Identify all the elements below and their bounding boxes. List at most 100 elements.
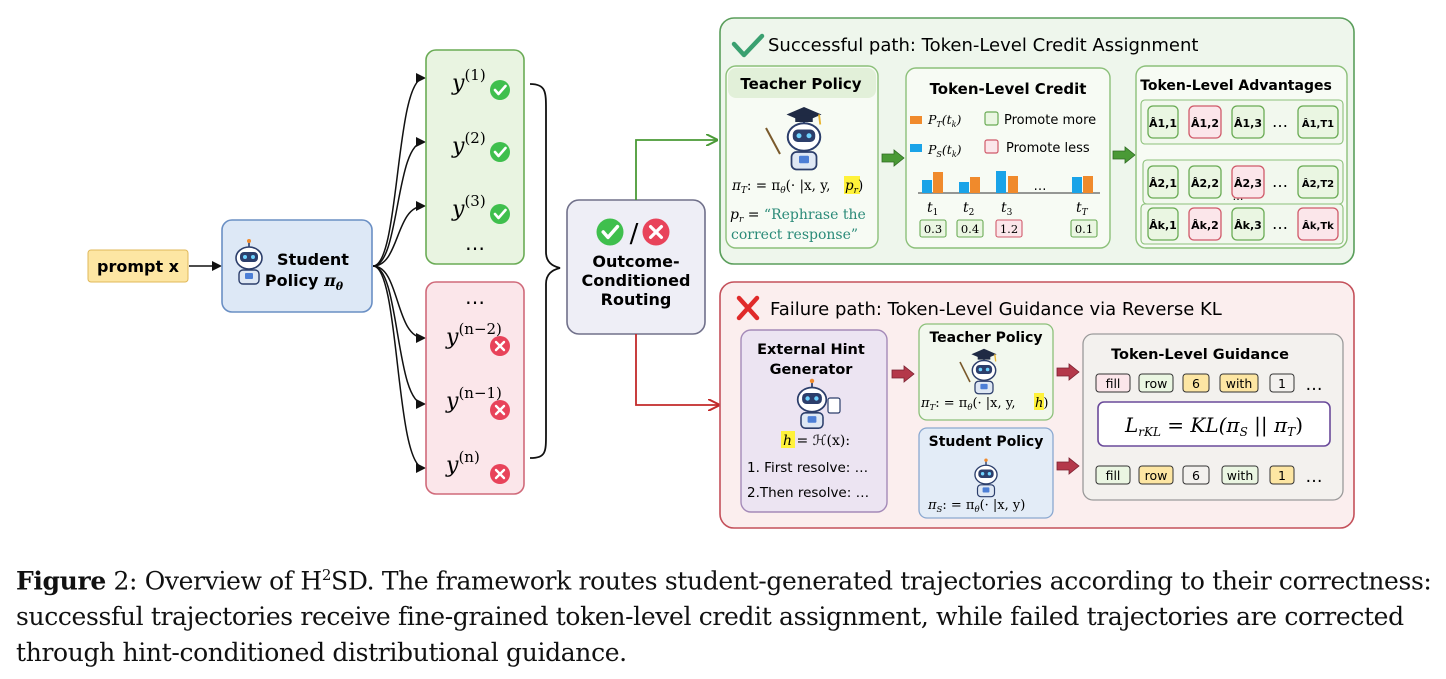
failure-student-formula-pi: π	[927, 498, 937, 513]
token-t1-sub: 1	[933, 208, 939, 218]
loss-mid: || π	[1248, 413, 1288, 438]
student-policy-line2: Policy	[265, 271, 319, 290]
success-sample-2-check-icon	[488, 140, 512, 164]
failure-sample-3-label: y	[445, 453, 459, 478]
guide-top-token-3: 6	[1192, 376, 1200, 391]
bar-tT-student	[1072, 177, 1082, 193]
svg-text:y(2): y(2)	[451, 129, 486, 159]
teacher-robot-icon	[785, 106, 823, 171]
failure-teacher-formula-sub: T	[930, 403, 937, 413]
student-policy-symbol: π	[323, 271, 336, 290]
adv-2-1: Â2,1	[1149, 177, 1177, 190]
route-failure-arrow	[635, 334, 718, 405]
legend-student-arg: (t	[942, 142, 953, 157]
failure-student-formula-sub: S	[937, 505, 943, 515]
failure-sample-1-label: y	[445, 325, 459, 350]
token-t1-value-box	[919, 219, 947, 238]
success-teacher-formula-hl-sub: r	[854, 186, 859, 196]
routing-check-icon	[594, 216, 626, 248]
token-t2-sub: 2	[969, 208, 975, 218]
legend-teacher-p: P	[927, 112, 937, 127]
routing-line-2: Conditioned	[582, 271, 691, 290]
success-teacher-formula-pi: π	[731, 178, 742, 194]
adv-2-T: Â2,T2	[1302, 177, 1334, 190]
loss-lhs: L	[1124, 413, 1138, 437]
svg-text:pr): pr)	[845, 178, 863, 196]
hint-step-1: 1. First resolve: …	[747, 460, 868, 476]
advantages-title: Token-Level Advantages	[1140, 78, 1332, 94]
guide-top-token-dots: …	[1306, 375, 1323, 395]
svg-text:y(n): y(n)	[445, 448, 480, 478]
prompt-box: prompt x	[87, 249, 189, 283]
promote-more-label: Promote more	[1004, 113, 1096, 128]
credit-box: Token-Level Credit PT(tk) PS(tk) Promote…	[905, 67, 1111, 249]
adv-2-dots: …	[1272, 172, 1288, 191]
samples-brace	[529, 83, 561, 459]
routing-box: / Outcome- Conditioned Routing	[566, 199, 706, 335]
teacher-pointer-icon	[765, 127, 781, 155]
svg-text:y(1): y(1)	[451, 66, 486, 96]
failure-sample-2-sup: (n−1)	[458, 384, 501, 402]
legend-teacher-arg-sub: k	[952, 120, 957, 129]
svg-text:t1: t1	[927, 200, 938, 218]
success-sample-1-label: y	[451, 71, 465, 96]
failure-teacher-title: Teacher Policy	[929, 330, 1042, 346]
legend-teacher-swatch	[910, 116, 922, 124]
failure-teacher-formula-pi: π	[920, 396, 930, 411]
success-teacher-box: Teacher Policy πT: = πθ(· |x, y, pr) pr …	[725, 65, 879, 249]
failure-teacher-formula-args: (· |x, y,	[972, 396, 1015, 411]
success-sample-1-check-icon	[488, 78, 512, 102]
guide-bottom-token-3: 6	[1192, 468, 1200, 483]
success-path-check-icon	[731, 33, 765, 58]
success-path-panel: Successful path: Token-Level Credit Assi…	[719, 17, 1355, 265]
svg-text:LrKL = KL(πS || πT): LrKL = KL(πS || πT)	[1124, 413, 1303, 439]
token-t3-sub: 3	[1007, 208, 1013, 218]
adv-k-1: Âk,1	[1149, 219, 1177, 232]
legend-student-swatch	[910, 144, 922, 152]
failure-sample-2-label: y	[445, 389, 459, 414]
adv-1-T: Â1,T1	[1302, 117, 1334, 130]
token-t3-value: 1.2	[1000, 222, 1018, 236]
student-policy-box: Student Policy πθ	[221, 219, 373, 313]
guide-top-token-1: fill	[1106, 376, 1121, 391]
success-sample-2-sup: (2)	[464, 129, 485, 147]
hint-generator-box: External Hint Generator h = ℋ(x): 1. Fir…	[740, 329, 888, 513]
success-teacher-formula-hl: p	[845, 178, 854, 194]
legend-student-arg-sub: k	[952, 150, 957, 159]
svg-text:y(n−1): y(n−1)	[445, 384, 502, 414]
success-sample-3-check-icon	[488, 202, 512, 226]
pr-text-1: “Rephrase the	[764, 207, 866, 223]
failure-path-x-icon	[736, 295, 760, 321]
token-tT-label: t	[1076, 200, 1082, 216]
success-path-title: Successful path: Token-Level Credit Assi…	[768, 35, 1198, 56]
success-teacher-formula-args: (· |x, y,	[786, 178, 831, 194]
adv-k-3: Âk,3	[1234, 219, 1262, 232]
success-sample-1-sup: (1)	[464, 66, 485, 84]
failure-teacher-formula-mid: : = π	[935, 396, 968, 411]
token-t1-label: t	[927, 200, 933, 216]
failure-teacher-formula-sub2: θ	[967, 403, 972, 413]
svg-text:πT: = πθ(· |x, y,: πT: = πθ(· |x, y,	[920, 396, 1016, 413]
legend-teacher-p-sub: T	[936, 120, 942, 129]
guide-bottom-token-4: with	[1227, 468, 1254, 483]
failure-sample-1-sup: (n−2)	[458, 320, 501, 338]
student-policy-sub: θ	[336, 280, 344, 293]
routing-slash: /	[630, 219, 639, 249]
hint-formula-highlight	[781, 431, 795, 448]
failure-path-panel: Failure path: Token-Level Guidance via R…	[719, 281, 1355, 529]
success-teacher-highlight	[844, 176, 860, 194]
failure-student-title: Student Policy	[929, 434, 1044, 450]
svg-text:pr = “Rephrase the: pr = “Rephrase the	[730, 207, 866, 225]
failure-teacher-formula-hl: h	[1035, 396, 1043, 411]
svg-text:t3: t3	[1001, 200, 1013, 218]
token-t3-value-box	[995, 219, 1023, 238]
success-samples-ellipsis: …	[465, 231, 485, 255]
credit-title: Token-Level Credit	[930, 80, 1087, 98]
guidance-title: Token-Level Guidance	[1111, 347, 1289, 363]
hint-title-1: External Hint	[757, 342, 865, 358]
adv-1-1: Â1,1	[1149, 117, 1177, 130]
advantages-box: Token-Level Advantages … Â1,1 Â1,2 Â1,3 …	[1135, 65, 1348, 249]
failure-teacher-formula-close: )	[1043, 396, 1048, 411]
guide-bottom-token-5: 1	[1278, 468, 1286, 483]
guide-bottom-token-2: row	[1145, 468, 1168, 483]
